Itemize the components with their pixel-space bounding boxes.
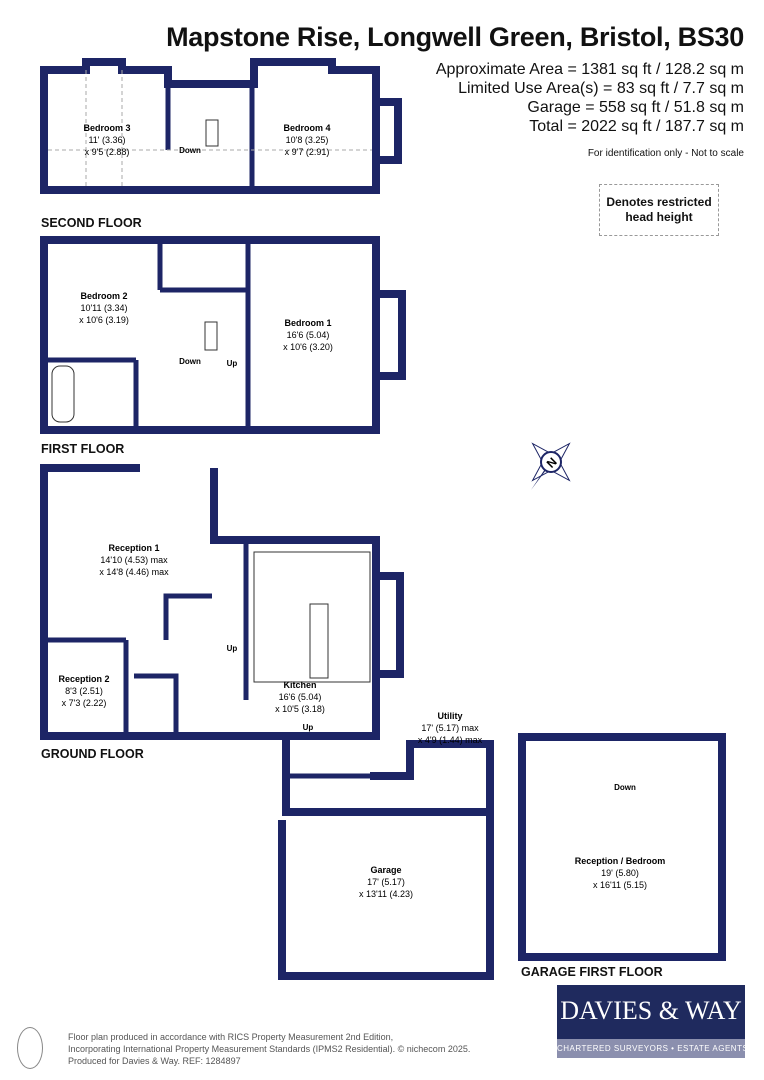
svg-text:Bedroom 3: Bedroom 3 <box>83 123 130 133</box>
svg-text:Reception 2: Reception 2 <box>58 674 109 684</box>
svg-text:Down: Down <box>614 783 636 792</box>
compass <box>531 442 571 490</box>
area-summary: Approximate Area = 1381 sq ft / 128.2 sq… <box>436 60 744 136</box>
svg-text:Bedroom 4: Bedroom 4 <box>283 123 330 133</box>
svg-text:x 16'11 (5.15): x 16'11 (5.15) <box>593 880 647 890</box>
svg-text:8'3 (2.51): 8'3 (2.51) <box>65 686 103 696</box>
svg-text:x 9'7 (2.91): x 9'7 (2.91) <box>285 147 330 157</box>
svg-text:Up: Up <box>227 644 238 653</box>
scale-note: For identification only - Not to scale <box>587 148 744 159</box>
svg-text:Reception 1: Reception 1 <box>108 543 159 553</box>
ground-floor-plan <box>40 464 404 740</box>
area-approx: Approximate Area = 1381 sq ft / 128.2 sq… <box>435 61 744 78</box>
svg-text:Garage: Garage <box>370 865 401 875</box>
label-second-floor: SECOND FLOOR <box>41 216 142 230</box>
svg-text:10'8 (3.25): 10'8 (3.25) <box>286 135 329 145</box>
svg-text:Down: Down <box>179 357 201 366</box>
area-total: Total = 2022 sq ft / 187.7 sq m <box>529 118 744 135</box>
svg-text:10'11 (3.34): 10'11 (3.34) <box>80 303 127 313</box>
logo-brand: DAVIES & WAY <box>560 996 742 1025</box>
restricted-height-legend: Denotes restricted head height <box>599 184 719 236</box>
svg-text:14'10 (4.53) max: 14'10 (4.53) max <box>100 555 168 565</box>
room-bedroom-2: Bedroom 2 10'11 (3.34) x 10'6 (3.19) <box>79 291 129 325</box>
svg-text:x 14'8 (4.46) max: x 14'8 (4.46) max <box>99 567 169 577</box>
room-reception-1: Reception 1 14'10 (4.53) max x 14'8 (4.4… <box>99 543 169 577</box>
person-icon <box>17 1027 43 1069</box>
label-ground-floor: GROUND FLOOR <box>41 747 144 761</box>
svg-text:Up: Up <box>227 359 238 368</box>
svg-text:Down: Down <box>179 146 201 155</box>
svg-text:Up: Up <box>303 723 314 732</box>
label-garage-first-floor: GARAGE FIRST FLOOR <box>521 965 663 979</box>
svg-text:x 10'6 (3.19): x 10'6 (3.19) <box>79 315 129 325</box>
garage-first-floor-plan <box>518 733 726 961</box>
footer-line: Floor plan produced in accordance with R… <box>68 1032 394 1042</box>
svg-text:x 10'5 (3.18): x 10'5 (3.18) <box>275 704 325 714</box>
svg-text:Kitchen: Kitchen <box>283 680 316 690</box>
svg-text:17' (5.17): 17' (5.17) <box>367 877 405 887</box>
svg-text:Bedroom 2: Bedroom 2 <box>80 291 127 301</box>
room-garage: Garage 17' (5.17) x 13'11 (4.23) <box>359 865 413 899</box>
svg-text:Reception / Bedroom: Reception / Bedroom <box>575 856 666 866</box>
area-garage: Garage = 558 sq ft / 51.8 sq m <box>527 99 744 116</box>
svg-text:16'6 (5.04): 16'6 (5.04) <box>287 330 330 340</box>
davies-way-logo: DAVIES & WAY CHARTERED SURVEYORS • ESTAT… <box>557 985 748 1058</box>
svg-text:19' (5.80): 19' (5.80) <box>601 868 639 878</box>
svg-text:Bedroom 1: Bedroom 1 <box>284 318 331 328</box>
footer-note: Floor plan produced in accordance with R… <box>68 1031 470 1067</box>
footer-line: Produced for Davies & Way. REF: 1284897 <box>68 1056 241 1066</box>
logo-tagline: CHARTERED SURVEYORS • ESTATE AGENTS <box>557 1039 748 1058</box>
label-first-floor: FIRST FLOOR <box>41 442 125 456</box>
svg-text:17' (5.17) max: 17' (5.17) max <box>421 723 479 733</box>
room-bedroom-4: Bedroom 4 10'8 (3.25) x 9'7 (2.91) <box>283 123 330 157</box>
svg-text:Utility: Utility <box>437 711 462 721</box>
room-reception-bedroom: Reception / Bedroom 19' (5.80) x 16'11 (… <box>575 856 666 890</box>
svg-text:x 13'11 (4.23): x 13'11 (4.23) <box>359 889 413 899</box>
svg-text:x 4'9 (1.44) max: x 4'9 (1.44) max <box>418 735 483 745</box>
room-bedroom-1: Bedroom 1 16'6 (5.04) x 10'6 (3.20) <box>283 318 333 352</box>
area-limited: Limited Use Area(s) = 83 sq ft / 7.7 sq … <box>458 80 744 97</box>
room-reception-2: Reception 2 8'3 (2.51) x 7'3 (2.22) <box>58 674 109 708</box>
svg-text:16'6 (5.04): 16'6 (5.04) <box>279 692 322 702</box>
first-floor-plan <box>40 236 406 434</box>
svg-text:x 9'5 (2.88): x 9'5 (2.88) <box>85 147 130 157</box>
property-title: Mapstone Rise, Longwell Green, Bristol, … <box>166 22 744 52</box>
svg-text:x 7'3 (2.22): x 7'3 (2.22) <box>62 698 107 708</box>
second-floor-plan <box>40 58 402 194</box>
svg-text:11' (3.36): 11' (3.36) <box>88 135 125 145</box>
svg-text:x 10'6 (3.20): x 10'6 (3.20) <box>283 342 333 352</box>
stair-labels: Down Down Up Up Up Down <box>179 146 636 792</box>
footer-line: Incorporating International Property Mea… <box>68 1044 471 1054</box>
room-kitchen: Kitchen 16'6 (5.04) x 10'5 (3.18) <box>275 680 325 714</box>
room-utility: Utility 17' (5.17) max x 4'9 (1.44) max <box>418 711 483 745</box>
garage-plan <box>278 736 494 980</box>
room-bedroom-3: Bedroom 3 11' (3.36) x 9'5 (2.88) <box>83 123 130 157</box>
